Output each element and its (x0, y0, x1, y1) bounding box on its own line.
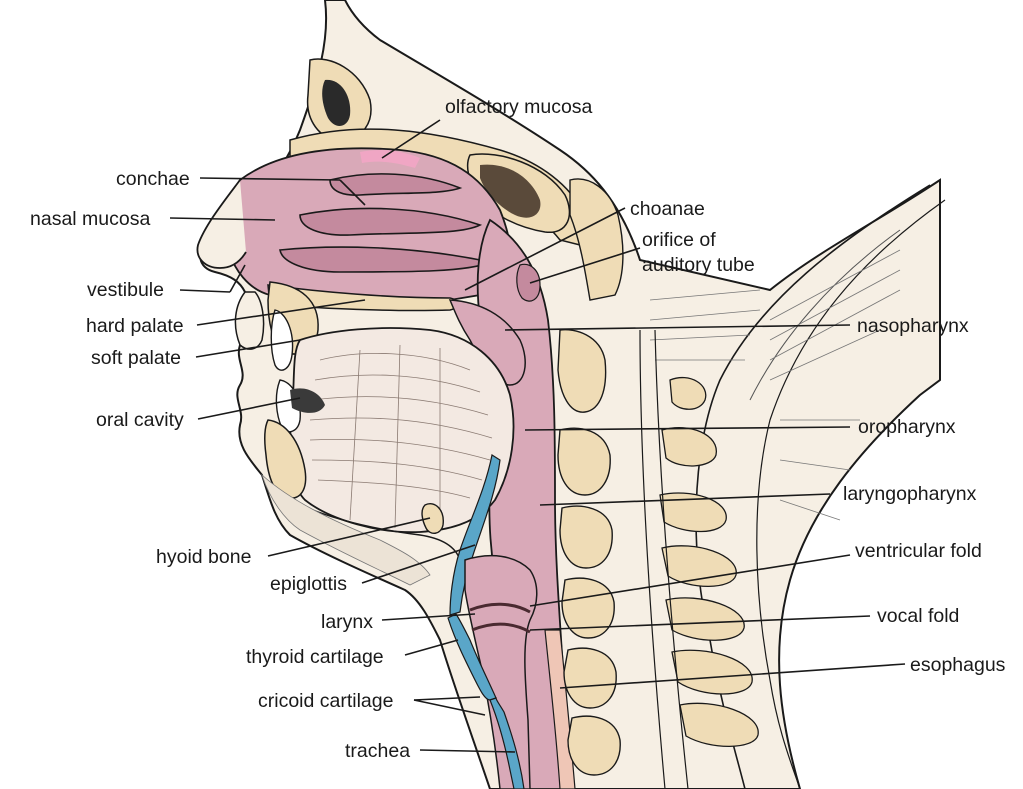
leader-ventricular (529, 554, 851, 607)
tracheal-wall-front (489, 697, 525, 789)
neck-muscle-hatching (649, 249, 901, 521)
label-orifice-line2: auditory tube (642, 254, 755, 276)
neck-muscle-line-2 (749, 229, 901, 401)
leader-choanae (464, 207, 626, 291)
leader-vestibule-2 (229, 264, 246, 293)
leader-nasal-mucosa (169, 217, 276, 221)
upper-lip (234, 291, 265, 350)
label-ventricular-fold: ventricular fold (855, 540, 982, 562)
label-trachea: trachea (345, 740, 410, 762)
labels: olfactory mucosa conchae nasal mucosa ve… (30, 96, 1006, 762)
label-choanae: choanae (630, 198, 705, 220)
spinal-canal-line (639, 329, 666, 789)
leader-esophagus (559, 663, 906, 689)
leader-conchae-2 (339, 179, 366, 206)
laryngeal-cavity (464, 554, 538, 789)
conchae-folds (279, 173, 493, 273)
leader-lines (169, 119, 906, 753)
label-oral-cavity: oral cavity (96, 409, 184, 431)
label-esophagus: esophagus (910, 654, 1006, 676)
label-epiglottis: epiglottis (270, 573, 347, 595)
leader-cricoid-2 (413, 699, 486, 716)
auditory-tube-opening (516, 263, 541, 302)
label-conchae: conchae (116, 168, 190, 190)
label-cricoid-cartilage: cricoid cartilage (258, 690, 393, 712)
vocal-folds (469, 602, 531, 634)
nose-external (196, 179, 247, 269)
chin-tissue (261, 473, 431, 586)
vertebral-column (557, 328, 621, 776)
spinal-canal-line-2 (654, 329, 689, 789)
label-thyroid-cartilage: thyroid cartilage (246, 646, 384, 668)
occipital-bone (569, 178, 624, 301)
label-larynx: larynx (321, 611, 373, 633)
label-soft-palate: soft palate (91, 347, 181, 369)
leader-epiglottis (361, 544, 476, 584)
leader-oropharynx (524, 426, 851, 431)
leader-orifice (529, 247, 641, 284)
label-laryngopharynx: laryngopharynx (843, 483, 977, 505)
label-nasopharynx: nasopharynx (857, 315, 969, 337)
leader-nasopharynx (504, 324, 851, 331)
frontal-sinus (322, 79, 351, 126)
leader-thyroid (404, 639, 459, 656)
neck-muscle-line (756, 199, 946, 789)
oral-cavity-space (290, 388, 325, 413)
olfactory-region (360, 150, 420, 168)
esophagus-tube (544, 629, 576, 789)
label-hyoid-bone: hyoid bone (156, 546, 251, 568)
upper-teeth (270, 309, 294, 371)
leader-laryngopharynx (539, 493, 831, 506)
label-vestibule: vestibule (87, 279, 164, 301)
leader-hard-palate (196, 299, 366, 326)
floor-of-mouth (289, 499, 461, 561)
leader-conchae (199, 177, 341, 181)
label-nasal-mucosa: nasal mucosa (30, 208, 150, 230)
leader-oral-cavity (197, 397, 301, 420)
leader-trachea (419, 749, 516, 753)
label-vocal-fold: vocal fold (877, 605, 959, 627)
leader-olfactory (381, 119, 441, 159)
sphenoid-sinus (480, 164, 541, 218)
label-oropharynx: oropharynx (858, 416, 956, 438)
label-orifice-line1: orifice of (642, 229, 716, 251)
tongue-muscle-lines (309, 344, 493, 529)
leader-soft-palate (195, 339, 301, 358)
leader-hyoid (267, 517, 431, 557)
label-olfactory-mucosa: olfactory mucosa (445, 96, 593, 118)
leader-vocal (529, 615, 871, 631)
illustration (196, 0, 946, 789)
label-hard-palate: hard palate (86, 315, 184, 337)
leader-larynx (381, 613, 476, 621)
soft-palate-tissue (448, 299, 526, 386)
hyoid-bone-shape (421, 503, 444, 534)
leader-vestibule (179, 289, 231, 293)
leader-cricoid (413, 696, 481, 701)
